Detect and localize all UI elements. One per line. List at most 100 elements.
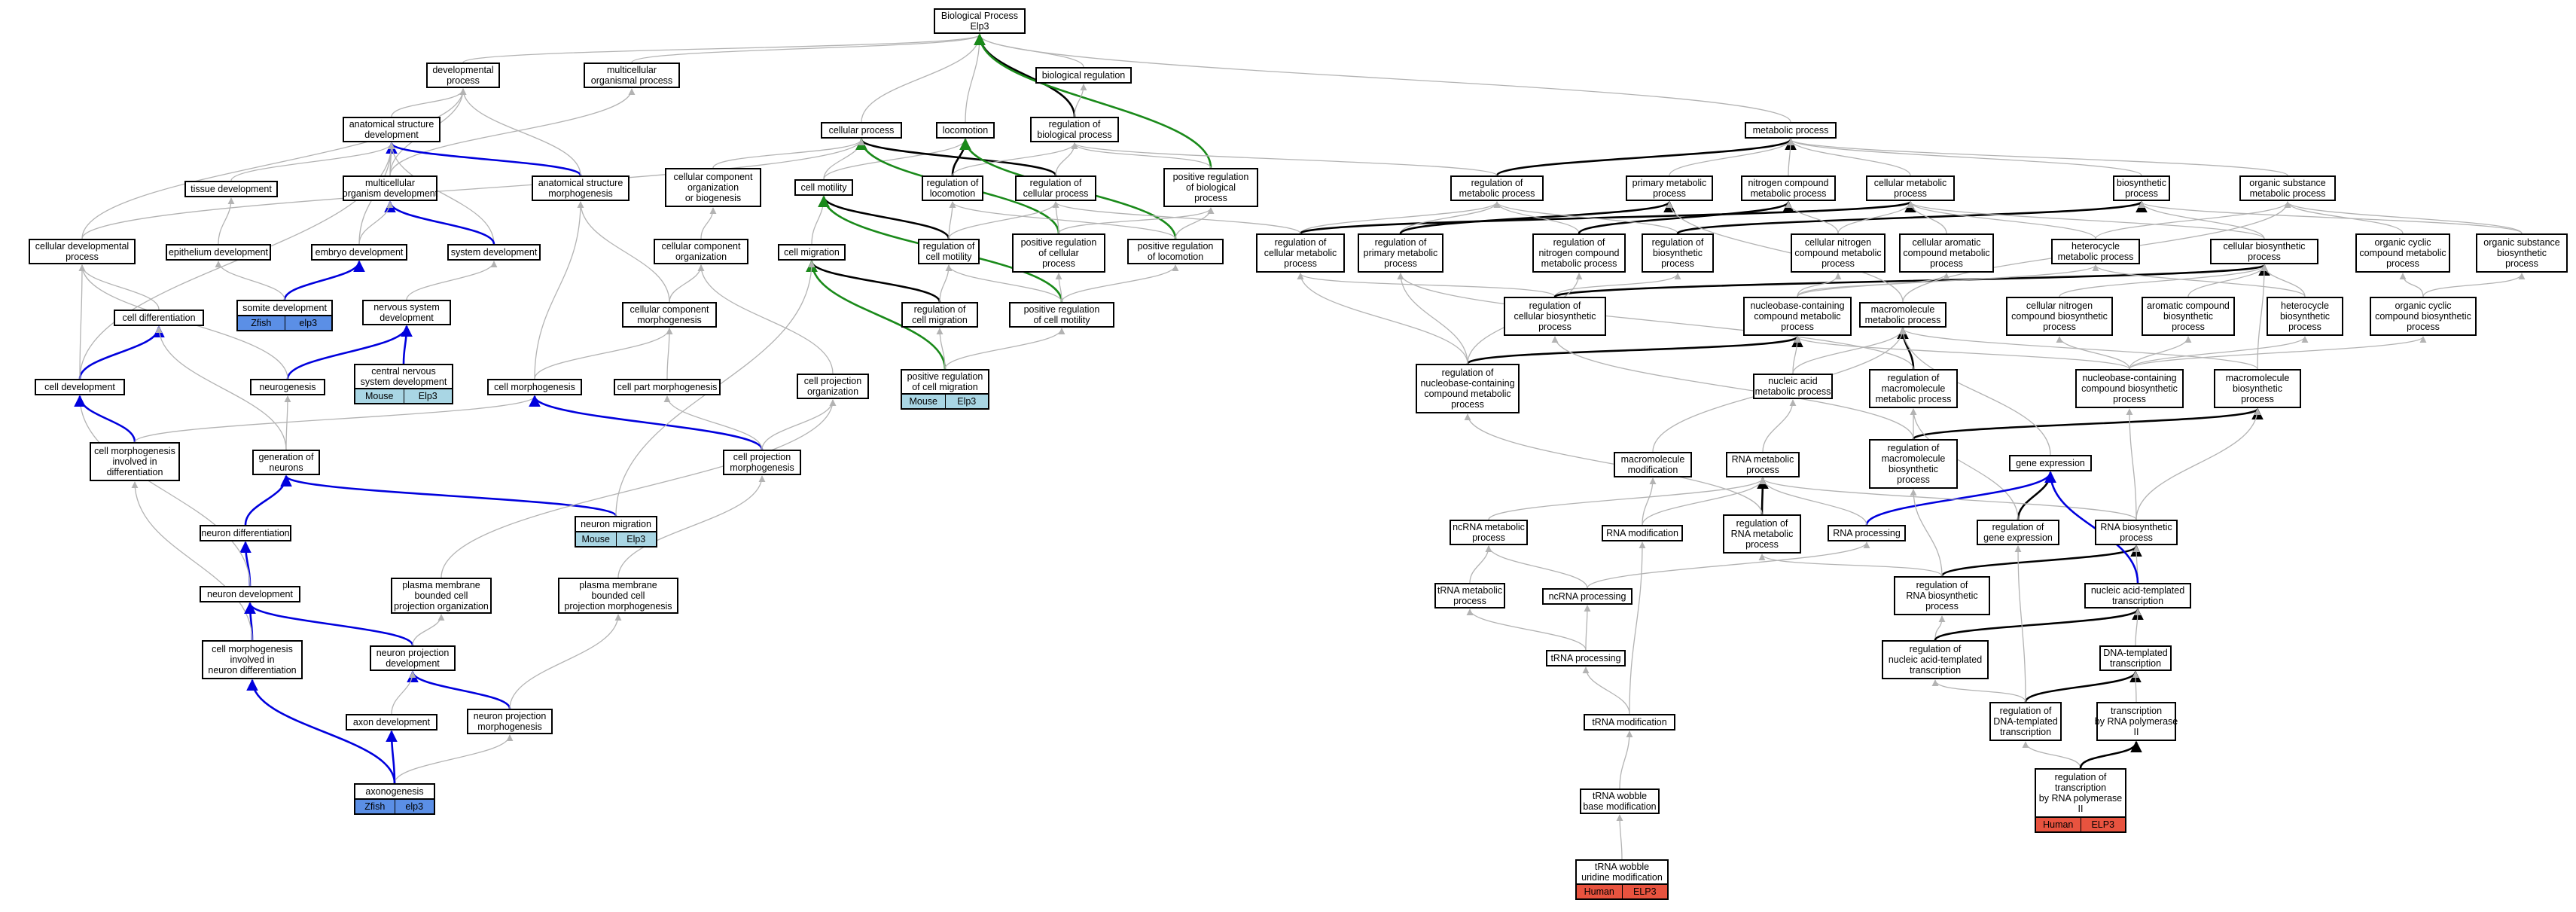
- go-term-locomotion[interactable]: locomotion: [936, 122, 995, 139]
- go-term-cell-diff[interactable]: cell differentiation: [114, 310, 204, 326]
- go-term-cell-proc[interactable]: cellular process: [821, 122, 902, 139]
- go-term-sys-dev[interactable]: system development: [447, 244, 541, 261]
- go-term-neurogenesis[interactable]: neurogenesis: [250, 379, 325, 395]
- go-term-cell-part-morph[interactable]: cell part morphogenesis: [614, 379, 721, 395]
- go-term-epith-dev[interactable]: epithelium development: [166, 244, 271, 261]
- go-term-metab[interactable]: metabolic process: [1745, 122, 1837, 139]
- go-term-ncrna-proc[interactable]: ncRNA processing: [1542, 588, 1632, 605]
- go-term-trna-proc[interactable]: tRNA processing: [1546, 650, 1626, 666]
- go-term-bio-reg[interactable]: biological regulation: [1035, 67, 1132, 84]
- go-term-rna-proc[interactable]: RNA processing: [1828, 525, 1906, 541]
- go-term-neuron-mig[interactable]: neuron migration: [575, 516, 657, 532]
- go-term-rna-mod[interactable]: RNA modification: [1602, 525, 1683, 541]
- go-term-neuron-dev[interactable]: neuron development: [200, 586, 300, 602]
- go-term-trna-mod[interactable]: tRNA modification: [1584, 714, 1675, 731]
- go-term-cell-mot[interactable]: cell motility: [794, 179, 853, 196]
- go-term-cell-mig[interactable]: cell migration: [778, 244, 846, 261]
- go-term-tissue-dev[interactable]: tissue development: [184, 181, 278, 197]
- go-term-gene-expr[interactable]: gene expression: [2009, 455, 2092, 471]
- go-term-cell-dev[interactable]: cell development: [35, 379, 125, 395]
- go-term-embryo-dev[interactable]: embryo development: [311, 244, 407, 261]
- go-term-cell-morph[interactable]: cell morphogenesis: [487, 379, 582, 395]
- go-term-neuron-diff[interactable]: neuron differentiation: [200, 525, 291, 541]
- go-term-axon-dev[interactable]: axon development: [346, 714, 437, 731]
- go-term-axonogenesis[interactable]: axonogenesis: [354, 783, 435, 800]
- go-term-somite-dev[interactable]: somite development: [236, 300, 333, 316]
